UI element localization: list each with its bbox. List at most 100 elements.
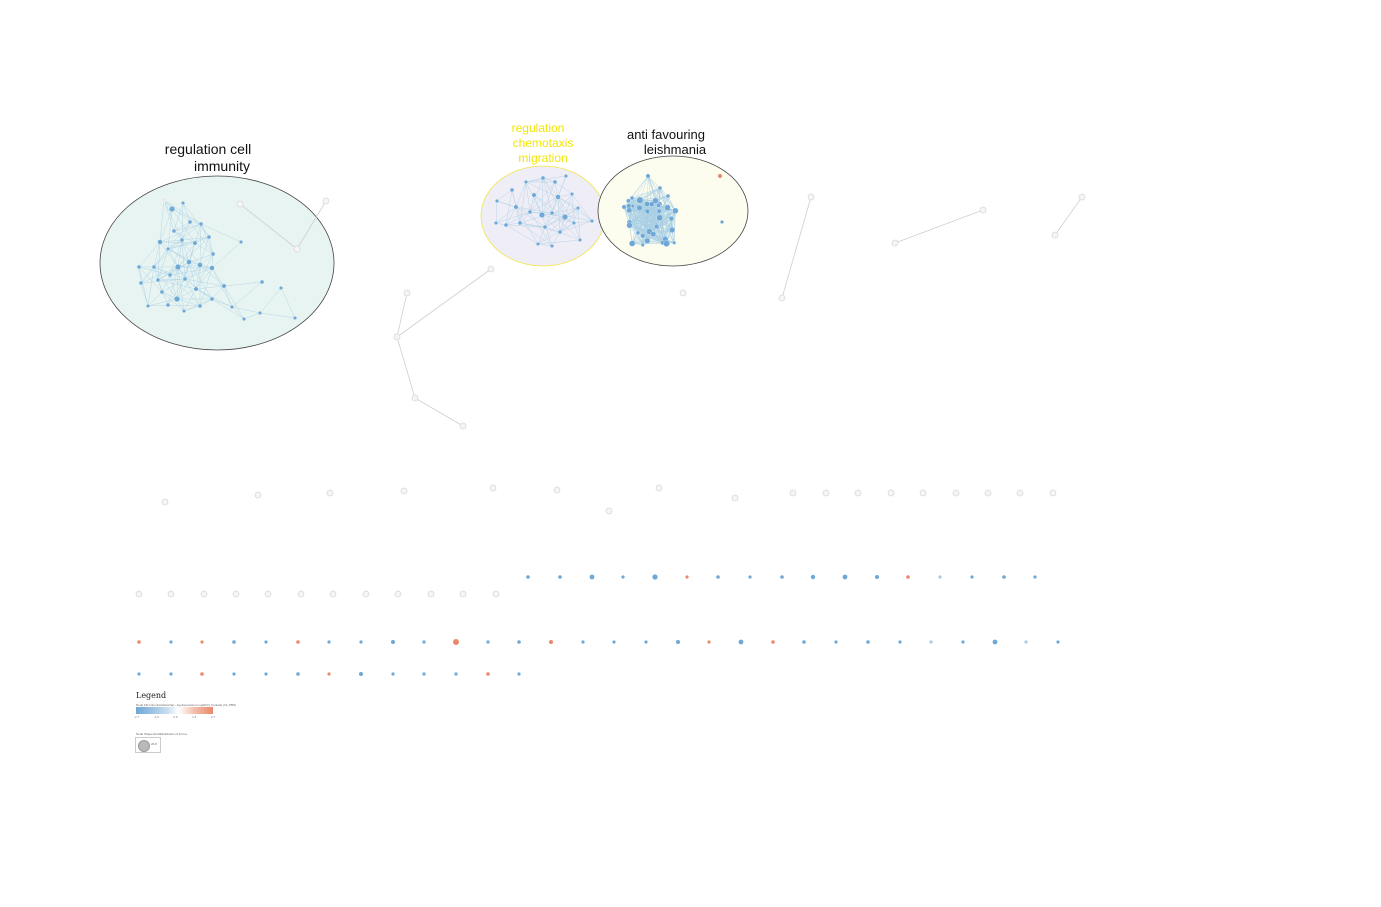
network-edge [163, 199, 183, 241]
grey-node [1051, 231, 1059, 239]
singleton-node [1056, 640, 1060, 644]
network-edge [496, 189, 513, 202]
network-node [552, 179, 558, 185]
grey-node [459, 590, 467, 598]
cluster-label: regulation [512, 121, 565, 135]
grey-node [329, 590, 337, 598]
network-edge [529, 211, 553, 247]
grey-node [891, 239, 899, 247]
network-edge [138, 266, 171, 276]
network-edge [181, 239, 201, 266]
network-node [629, 240, 636, 247]
grey-node [459, 422, 467, 430]
grey-node [167, 590, 175, 598]
network-node [578, 238, 582, 242]
cluster-ellipse [99, 175, 335, 351]
network-edge [159, 199, 165, 243]
network-edge [577, 207, 581, 241]
grey-node [605, 507, 613, 515]
network-edge [195, 285, 225, 290]
network-edge [195, 288, 233, 308]
network-edge [639, 207, 666, 240]
network-edge [505, 224, 546, 228]
grey-edge [396, 336, 416, 399]
singleton-node [621, 575, 625, 579]
network-edge [183, 298, 213, 312]
network-edge [544, 193, 573, 228]
network-edge [199, 264, 225, 287]
network-edge [519, 222, 561, 233]
network-node [169, 206, 175, 212]
singleton-node [612, 640, 616, 644]
network-edge [537, 239, 581, 245]
network-edge [211, 267, 225, 287]
network-node [221, 283, 227, 289]
singleton-node [422, 640, 426, 644]
singleton-node [929, 640, 933, 644]
network-edge [557, 196, 579, 209]
legend-size-circle [138, 740, 150, 752]
network-edge [259, 312, 296, 319]
network-edge [639, 207, 673, 231]
network-edge [505, 206, 517, 226]
network-edge [177, 264, 201, 268]
network-edge [571, 193, 575, 224]
network-edge [495, 206, 517, 224]
network-edge [181, 239, 190, 263]
network-node [672, 207, 679, 214]
network-edge [208, 236, 214, 255]
grey-node [236, 200, 244, 208]
grey-edge [239, 203, 298, 250]
legend-tick: 0.0 [173, 715, 178, 719]
network-node [720, 220, 724, 224]
cluster-label: anti favouring [627, 127, 705, 142]
grey-node [394, 590, 402, 598]
network-node [656, 203, 661, 208]
cluster-label: migration [518, 151, 567, 165]
network-node [555, 194, 561, 200]
network-edge [173, 221, 191, 232]
singleton-node [296, 640, 300, 644]
grey-node [400, 487, 408, 495]
network-edge [177, 239, 183, 268]
legend-tick: -1.6 [153, 715, 159, 719]
network-edge [529, 177, 544, 213]
network-node [174, 296, 180, 302]
network-edge [183, 288, 197, 312]
network-node [629, 195, 635, 201]
network-edge [200, 223, 210, 238]
grey-edge [1054, 196, 1083, 236]
grey-node [887, 489, 895, 497]
singleton-node [802, 640, 806, 644]
network-edge [199, 267, 213, 307]
network-edge [629, 209, 657, 227]
network-edge [167, 223, 202, 250]
singleton-node [1024, 640, 1028, 644]
network-node [652, 197, 659, 204]
network-node [626, 207, 632, 213]
singleton-node [296, 672, 300, 676]
network-edge [138, 266, 142, 284]
network-edge [505, 189, 513, 226]
network-edge [554, 181, 573, 195]
network-edge [544, 207, 579, 228]
grey-node [1078, 193, 1086, 201]
singleton-node [454, 672, 458, 676]
network-edge [519, 222, 553, 247]
singleton-node [834, 640, 838, 644]
network-edge [542, 177, 566, 218]
network-edge [167, 304, 201, 307]
network-node [644, 201, 650, 207]
network-node [626, 198, 631, 204]
network-node [645, 173, 651, 179]
singleton-node [771, 640, 775, 644]
network-edge [551, 207, 579, 214]
grey-node [427, 590, 435, 598]
network-edge [519, 181, 527, 224]
network-node [562, 214, 568, 220]
network-edge [181, 202, 184, 241]
network-node [636, 204, 643, 211]
network-node [179, 237, 185, 243]
network-edge [541, 177, 544, 216]
